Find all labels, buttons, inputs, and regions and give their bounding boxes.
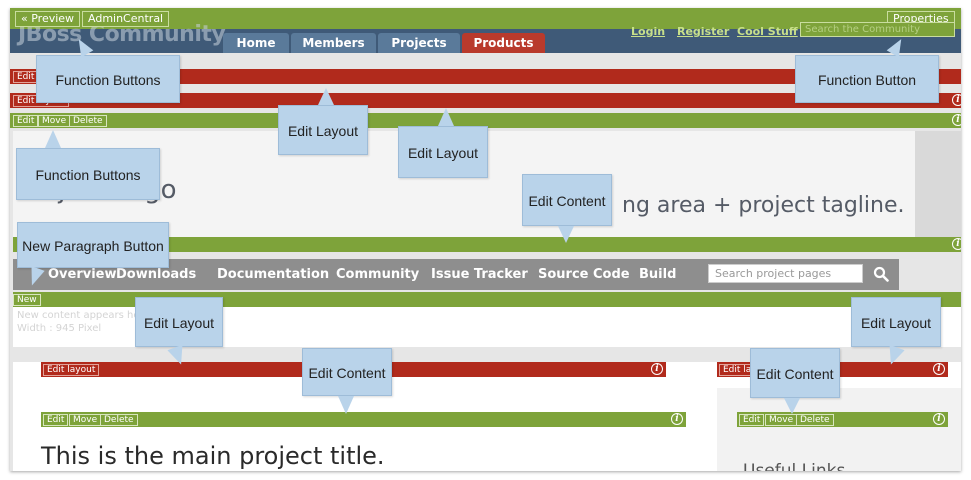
info-icon[interactable]: i [952, 238, 961, 250]
width-note: Width : 945 Pixel [17, 323, 102, 334]
edit-button[interactable]: Edit [43, 414, 69, 426]
nav-tab-products[interactable]: Products [462, 33, 545, 53]
callout-edit-content-3: Edit Content [750, 348, 840, 398]
callout-pointer [318, 88, 334, 105]
callout-pointer [784, 398, 800, 414]
edit-bar-green-main: Edit Move Delete i [41, 412, 686, 427]
callout-edit-content-1: Edit Content [522, 174, 612, 226]
edit-button[interactable]: Edit [13, 71, 39, 83]
info-icon[interactable]: i [933, 413, 945, 425]
callout-label: Edit Layout [860, 315, 932, 331]
callout-new-paragraph-button: New Paragraph Button [17, 222, 169, 268]
callout-edit-layout-3: Edit Layout [135, 297, 223, 347]
move-button[interactable]: Move [38, 115, 71, 127]
community-search-input[interactable]: Search the Community [800, 22, 955, 37]
edit-bar-green-new: New [13, 292, 961, 307]
callout-label: New Paragraph Button [22, 238, 164, 254]
callout-label: Function Button [817, 72, 917, 88]
subnav-overview[interactable]: Overview [48, 267, 117, 282]
right-gutter [915, 131, 961, 237]
delete-button[interactable]: Delete [796, 414, 834, 426]
callout-label: Edit Layout [143, 315, 215, 331]
new-paragraph-button[interactable]: New [13, 294, 41, 306]
nav-tab-members[interactable]: Members [291, 33, 376, 53]
callout-label: Edit Content [756, 366, 834, 382]
info-icon[interactable]: i [671, 413, 683, 425]
callout-function-buttons-left: Function Buttons [16, 148, 160, 200]
delete-button[interactable]: Delete [100, 414, 138, 426]
callout-label: Edit Layout [407, 145, 479, 161]
callout-edit-layout-2: Edit Layout [398, 126, 488, 178]
callout-pointer [338, 396, 354, 414]
callout-pointer [45, 130, 61, 148]
subnav-issue-tracker[interactable]: Issue Tracker [431, 267, 528, 282]
move-button[interactable]: Move [765, 414, 798, 426]
callout-label: Function Buttons [55, 72, 161, 88]
info-icon[interactable]: i [952, 114, 961, 126]
callout-function-buttons-top: Function Buttons [36, 55, 180, 103]
callout-function-button: Function Button [795, 55, 939, 103]
search-icon[interactable] [873, 266, 889, 282]
edit-bar-green-side: Edit Move Delete i [737, 412, 948, 427]
edit-layout-button[interactable]: Edit layout [43, 364, 100, 376]
register-link[interactable]: Register [677, 25, 730, 38]
edit-button[interactable]: Edit [13, 115, 39, 127]
callout-edit-layout-4: Edit Layout [851, 297, 941, 347]
subnav-source-code[interactable]: Source Code [538, 267, 630, 282]
edit-bar-green-1: Edit Move Delete i [10, 113, 961, 128]
subnav-build[interactable]: Build [639, 267, 677, 282]
login-link[interactable]: Login [631, 25, 666, 38]
subnav-community[interactable]: Community [336, 267, 420, 282]
move-button[interactable]: Move [69, 414, 102, 426]
new-content-hint: New content appears here [17, 310, 150, 321]
project-tagline: ng area + project tagline. [622, 193, 905, 218]
callout-label: Function Buttons [35, 167, 141, 183]
main-project-title: This is the main project title. [41, 442, 385, 470]
callout-edit-content-2: Edit Content [302, 348, 392, 396]
callout-label: Edit Content [528, 193, 606, 209]
info-icon[interactable]: i [933, 363, 945, 375]
cool-stuff-link[interactable]: Cool Stuff [737, 25, 798, 38]
nav-tab-projects[interactable]: Projects [378, 33, 460, 53]
subnav-downloads[interactable]: Downloads [116, 267, 197, 282]
new-content-note: New content appears here Width : 945 Pix… [17, 309, 150, 335]
admincentral-button[interactable]: AdminCentral [82, 11, 170, 27]
callout-pointer [558, 226, 574, 243]
callout-label: Edit Content [308, 365, 386, 381]
delete-button[interactable]: Delete [69, 115, 107, 127]
callout-pointer [438, 108, 454, 126]
info-icon[interactable]: i [651, 363, 663, 375]
subnav-documentation[interactable]: Documentation [217, 267, 330, 282]
preview-button[interactable]: « Preview [15, 11, 81, 27]
edit-bar-green-2: i [13, 237, 961, 252]
edit-bar-red-1: Edit [10, 69, 961, 84]
project-search-input[interactable]: Search project pages [708, 264, 863, 283]
info-icon[interactable]: i [952, 94, 961, 106]
edit-button[interactable]: Edit [739, 414, 765, 426]
useful-links-heading: Useful Links [743, 461, 846, 471]
callout-label: Edit Layout [287, 123, 359, 139]
admin-toolbar [10, 8, 961, 29]
callout-edit-layout-1: Edit Layout [278, 105, 368, 155]
nav-tab-home[interactable]: Home [223, 33, 289, 53]
sidebar-area [717, 388, 961, 471]
